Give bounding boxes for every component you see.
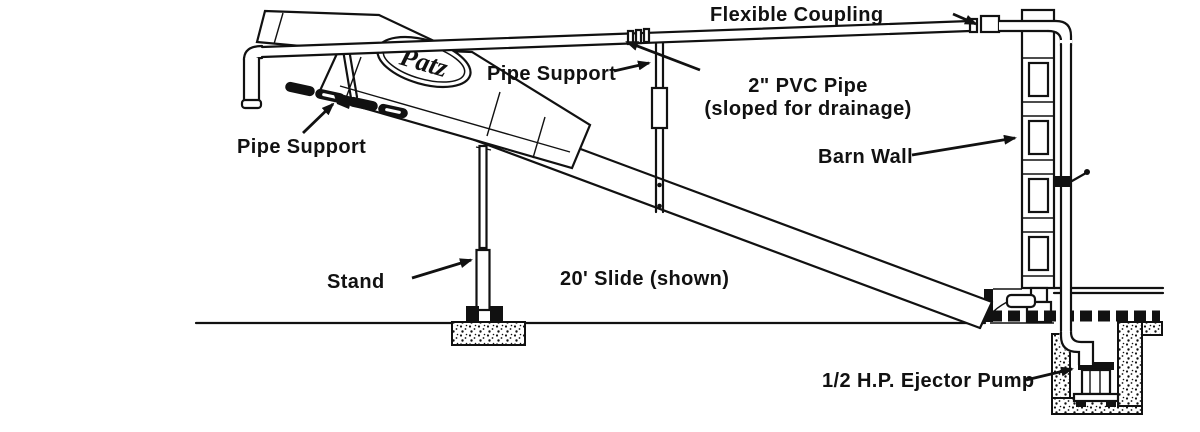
label-pvc-pipe-line2: (sloped for drainage) bbox=[704, 98, 911, 120]
downpipe bbox=[997, 19, 1095, 367]
label-flexible-coupling: Flexible Coupling bbox=[710, 4, 883, 26]
barn-floor bbox=[990, 286, 1165, 324]
label-pvc-pipe-line1: 2" PVC Pipe bbox=[748, 75, 867, 97]
stand-post bbox=[466, 144, 503, 323]
arrow-ejector-pump bbox=[1025, 366, 1074, 382]
barn-wall bbox=[1020, 8, 1056, 290]
chain-links bbox=[285, 81, 408, 119]
sump-pit bbox=[1051, 321, 1163, 415]
label-slide: 20' Slide (shown) bbox=[560, 268, 729, 290]
pipe-elbow-left bbox=[240, 44, 264, 110]
arrow-flexible-coupling bbox=[952, 12, 978, 26]
pvc-pipe bbox=[260, 19, 972, 130]
ejector-pump bbox=[1072, 362, 1120, 407]
label-pipe-support-left: Pipe Support bbox=[237, 136, 366, 158]
arrow-barn-wall bbox=[911, 134, 1017, 157]
support-adjuster bbox=[650, 86, 669, 130]
label-pipe-support-middle: Pipe Support bbox=[487, 63, 616, 85]
arrow-pvc-pipe bbox=[625, 40, 701, 72]
arrow-pipe-support-middle bbox=[613, 60, 651, 73]
label-ejector-pump: 1/2 H.P. Ejector Pump bbox=[822, 370, 1035, 392]
label-barn-wall: Barn Wall bbox=[818, 146, 913, 168]
arrow-pipe-support-left bbox=[302, 102, 335, 135]
label-stand: Stand bbox=[327, 271, 385, 293]
arrow-stand bbox=[411, 258, 473, 280]
callouts: Flexible Coupling Pipe Support 2" PVC Pi… bbox=[237, 4, 1074, 392]
shutoff-valve bbox=[1054, 169, 1090, 187]
stand-footing bbox=[451, 321, 526, 346]
pipe-support-left-post bbox=[333, 47, 359, 109]
